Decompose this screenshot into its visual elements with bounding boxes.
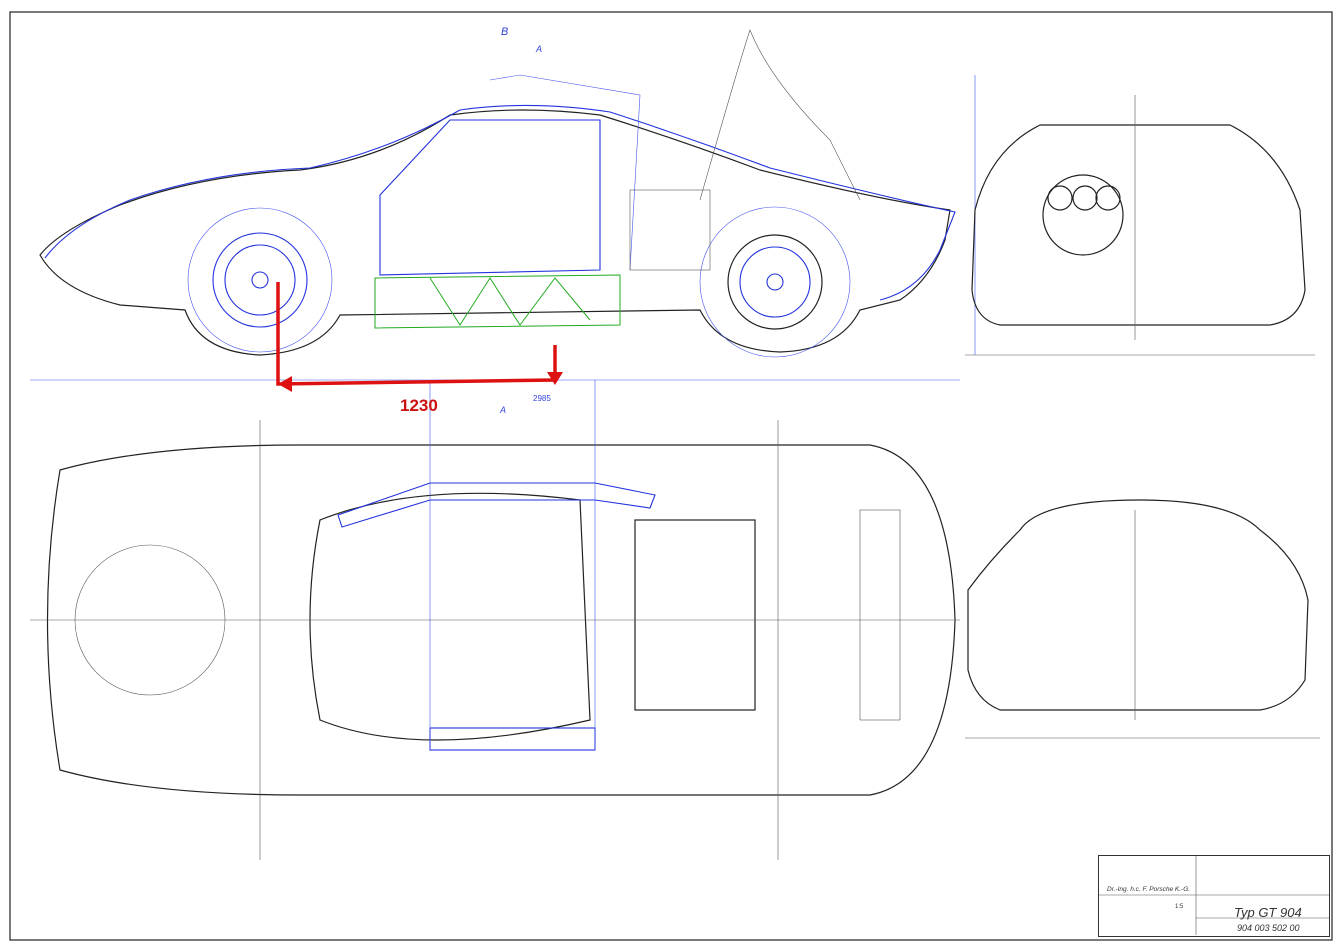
- title-block: Dr.-Ing. h.c. F. Porsche K.-G. 1:5 Typ G…: [1098, 855, 1330, 937]
- sheet-border: [9, 11, 1333, 941]
- side-view: [30, 29, 976, 381]
- rear-view: [965, 499, 1320, 739]
- overall-length-dimension: 2985: [533, 394, 551, 403]
- section-mark-b: B: [501, 26, 509, 38]
- company-name: Dr.-Ing. h.c. F. Porsche K.-G.: [1107, 886, 1191, 893]
- section-mark-a-top: A: [536, 44, 543, 54]
- section-mark-a-bottom: A: [500, 405, 507, 415]
- top-view: [30, 380, 960, 860]
- front-view: [965, 95, 1315, 356]
- highlighted-dimension-label: 1230: [400, 396, 438, 415]
- scale-value: 1:5: [1175, 904, 1184, 910]
- wheelbase-highlight-dimension: [276, 282, 563, 392]
- drawing-number: 904 003 502 00: [1237, 923, 1300, 933]
- drawing-title: Typ GT 904: [1234, 905, 1302, 920]
